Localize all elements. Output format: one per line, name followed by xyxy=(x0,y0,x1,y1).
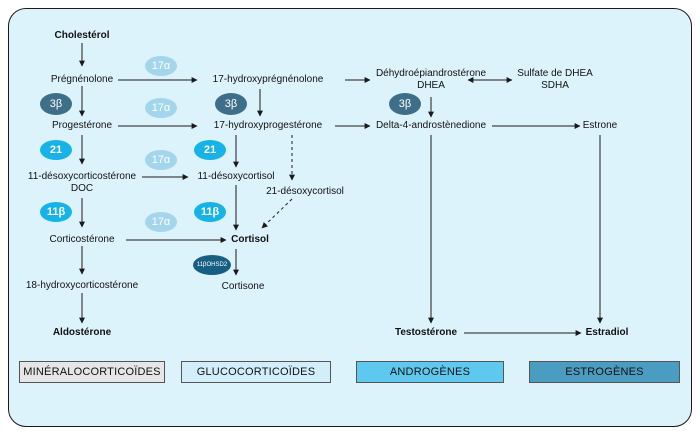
enzyme-11b-badge: 11β xyxy=(40,202,72,222)
compound-cholesterol: Cholestérol xyxy=(54,30,110,41)
compound-17oh-progesterone: 17-hydroxyprogestérone xyxy=(213,120,323,131)
enzyme-21-badge: 21 xyxy=(40,140,72,160)
enzyme-11b-badge: 11β xyxy=(194,202,226,222)
legend-estrogens: ESTROGÈNES xyxy=(529,361,680,383)
enzyme-21-badge: 21 xyxy=(194,140,226,160)
enzyme-17a-badge: 17α xyxy=(145,212,177,232)
compound-dhea-line2: DHEA xyxy=(417,80,445,91)
compound-17oh-pregnenolone: 17-hydroxyprégnénolone xyxy=(212,74,324,85)
enzyme-17a-badge: 17α xyxy=(145,98,177,118)
compound-11-deoxycortisol: 11-désoxycortisol xyxy=(197,171,275,182)
compound-dhea-line1: Déhydroépiandrostérone xyxy=(375,68,487,79)
enzyme-17a-badge: 17α xyxy=(145,150,177,170)
legend-glucocorticoids: GLUCOCORTICOÏDES xyxy=(181,361,331,383)
compound-estradiol: Estradiol xyxy=(585,327,629,338)
enzyme-3b-badge: 3β xyxy=(215,93,247,115)
enzyme-11b-ohsd2-badge: 11βOHSD2 xyxy=(193,255,231,275)
compound-sdha-line1: Sulfate de DHEA xyxy=(517,68,593,79)
compound-progesterone: Progestérone xyxy=(51,120,113,131)
arrow-21deoxy-cortisol xyxy=(261,198,293,229)
compound-18-hydroxycorticosterone: 18-hydroxycorticostérone xyxy=(25,280,139,291)
enzyme-3b-badge: 3β xyxy=(40,93,72,115)
diagram-frame xyxy=(8,8,692,427)
enzyme-3b-badge: 3β xyxy=(389,93,421,115)
enzyme-17a-badge: 17α xyxy=(145,56,177,76)
compound-21-deoxycortisol: 21-désoxycortisol xyxy=(266,186,344,197)
legend-androgens: ANDROGÈNES xyxy=(356,361,504,383)
compound-testosterone: Testostérone xyxy=(394,327,458,338)
compound-androstenedione: Delta-4-androstènedione xyxy=(375,120,487,131)
compound-cortisone: Cortisone xyxy=(221,281,265,292)
compound-corticosterone: Corticostérone xyxy=(49,234,115,245)
compound-cortisol: Cortisol xyxy=(231,234,269,245)
compound-doc-line1: 11-désoxycorticostérone xyxy=(27,171,137,182)
compound-doc-line2: DOC xyxy=(70,183,94,194)
compound-estrone: Estrone xyxy=(582,120,618,131)
legend-mineralocorticoids: MINÉRALOCORTICOÏDES xyxy=(19,361,165,383)
compound-pregnenolone: Prégnénolone xyxy=(50,74,114,85)
compound-sdha-line2: SDHA xyxy=(541,80,569,91)
compound-aldosterone: Aldostérone xyxy=(52,327,112,338)
